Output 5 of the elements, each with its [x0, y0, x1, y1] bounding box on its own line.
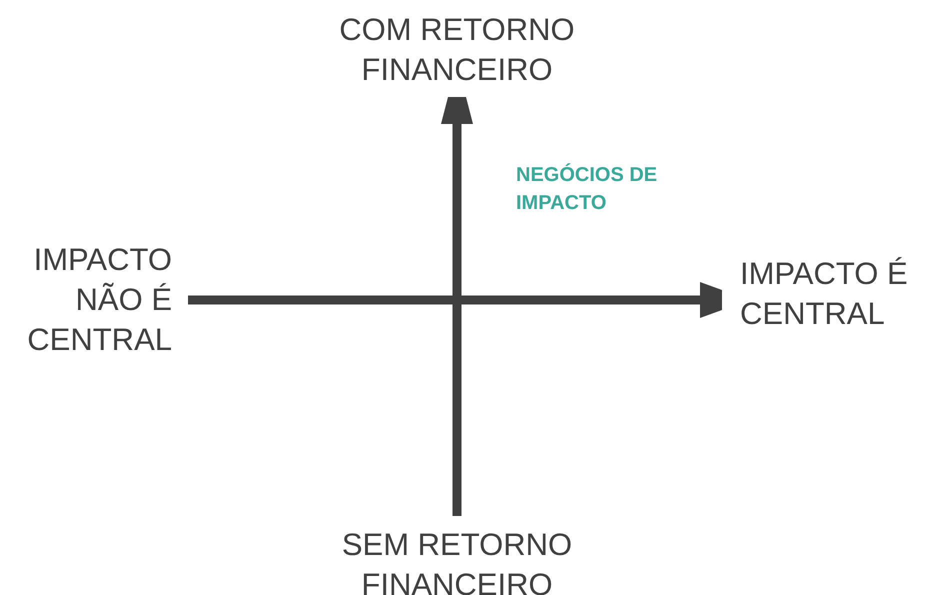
- axis-label: COM RETORNO FINANCEIRO: [338, 11, 576, 89]
- quadrant-label: NEGÓCIOS DE IMPACTO: [516, 162, 658, 216]
- axis-label: SEM RETORNO FINANCEIRO: [340, 526, 574, 595]
- axis-label: IMPACTO É CENTRAL: [740, 255, 909, 333]
- axis-label: IMPACTO NÃO É CENTRAL: [26, 241, 172, 359]
